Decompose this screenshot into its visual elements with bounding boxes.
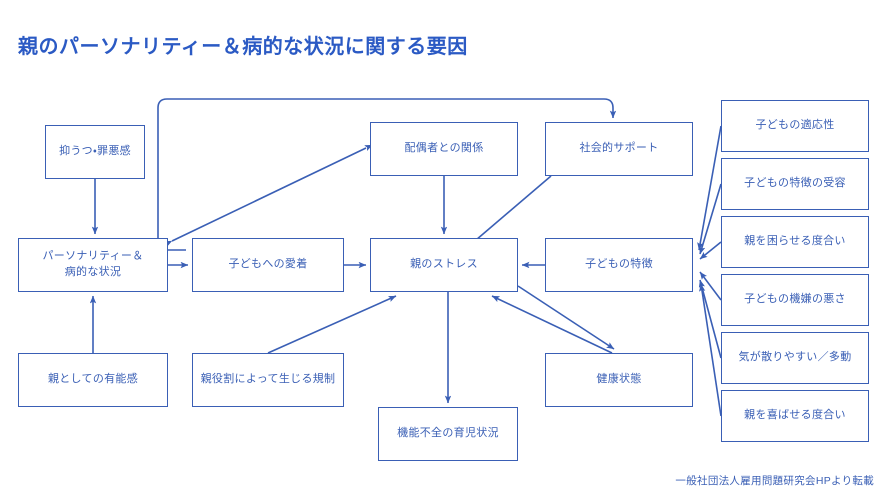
edge-social-support-to-stress: [475, 175, 552, 241]
node-personality[interactable]: パーソナリティー＆ 病的な状況: [18, 238, 168, 292]
node-child-traits[interactable]: 子どもの特徴: [545, 238, 693, 292]
node-depression[interactable]: 抑うつ・罪悪感: [45, 125, 145, 179]
edge-bad-mood-to-traits: [699, 271, 722, 301]
node-pleases-parent[interactable]: 親を喜ばせる度合い: [721, 390, 869, 442]
node-spouse-relation[interactable]: 配偶者との関係: [370, 122, 518, 176]
edge-trait-acceptance-to-traits: [699, 183, 722, 255]
edge-troublesomeness-to-traits: [699, 241, 722, 260]
node-parent-stress[interactable]: 親のストレス: [370, 238, 518, 292]
node-child-adaptability[interactable]: 子どもの適応性: [721, 100, 869, 152]
node-distractibility[interactable]: 気が散りやすい／多動: [721, 332, 869, 384]
edge-health-to-stress: [491, 295, 613, 354]
page-title: 親のパーソナリティー＆病的な状況に関する要因: [18, 36, 468, 58]
node-parent-competence[interactable]: 親としての有能感: [18, 353, 168, 407]
node-role-restriction[interactable]: 親役割によって生じる規制: [192, 353, 344, 407]
edge-adaptability-to-traits: [697, 125, 722, 251]
edge-pleases-parent-to-traits: [698, 283, 722, 417]
node-social-support[interactable]: 社会的サポート: [545, 122, 693, 176]
edge-role-restriction-to-stress: [267, 295, 397, 354]
edge-personality-spouse-double: [163, 144, 373, 248]
node-bad-mood[interactable]: 子どもの機嫌の悪さ: [721, 274, 869, 326]
node-troublesomeness[interactable]: 親を困らせる度合い: [721, 216, 869, 268]
edge-distractibility-to-traits: [698, 279, 722, 359]
node-trait-acceptance[interactable]: 子どもの特徴の受容: [721, 158, 869, 210]
node-child-attachment[interactable]: 子どもへの愛着: [192, 238, 344, 292]
node-dysfunctional-childcare[interactable]: 機能不全の育児状況: [378, 407, 518, 461]
edge-stress-to-health: [517, 285, 615, 350]
source-attribution: 一般社団法人雇用問題研究会HPより転載: [675, 475, 874, 487]
node-health-status[interactable]: 健康状態: [545, 353, 693, 407]
